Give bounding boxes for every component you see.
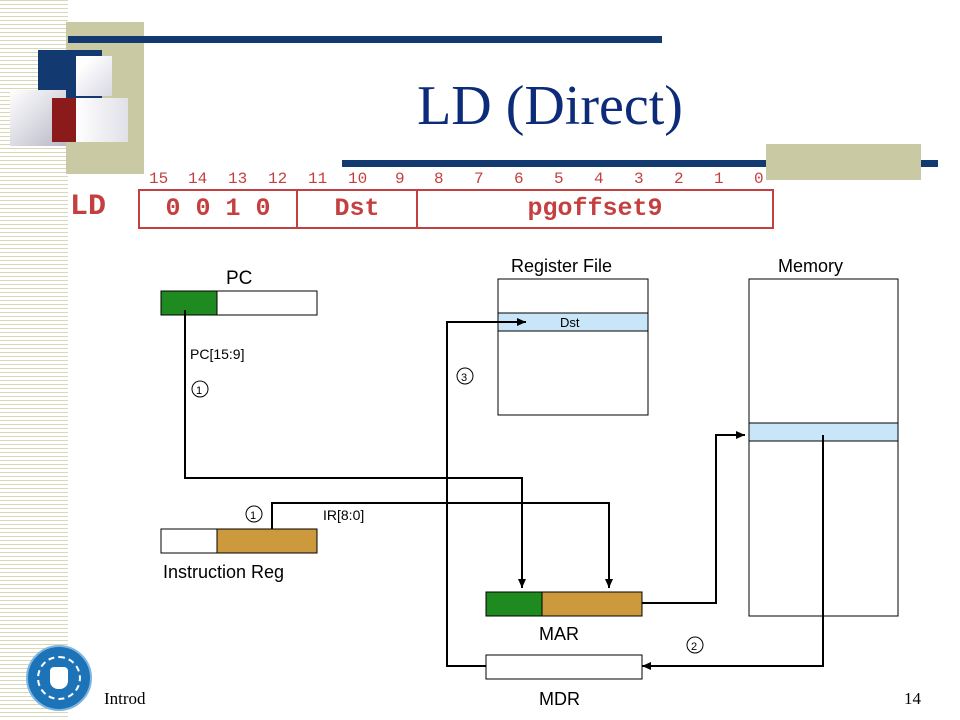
pc-label: PC (226, 268, 252, 289)
ir-low-bits (216, 528, 318, 554)
page-number: 14 (904, 689, 921, 708)
pc-high-bits (160, 290, 218, 316)
bit-14: 14 (188, 170, 208, 188)
bit-15: 15 (149, 170, 169, 188)
bit-12: 12 (268, 170, 288, 188)
mdr-label: MDR (539, 689, 580, 709)
university-logo (26, 645, 92, 711)
bit-2: 2 (674, 170, 684, 188)
mar-to-memory-wire (642, 431, 745, 604)
slide-title: LD (Direct) (417, 75, 683, 137)
decor-top-bar (68, 36, 662, 43)
step-marker-1b-label: 1 (250, 510, 256, 522)
bit-8: 8 (434, 170, 444, 188)
mar-low-bits (541, 591, 643, 617)
step-marker-2 (686, 636, 704, 654)
bit-7: 7 (474, 170, 484, 188)
bit-13: 13 (228, 170, 248, 188)
opcode-field: 0 0 1 0 (140, 191, 298, 227)
footer-text: Introd (104, 689, 146, 708)
step-marker-1a-label: 1 (196, 385, 202, 397)
memory-to-mdr-wire (642, 435, 824, 670)
pc-bits-label: PC[15:9] (190, 346, 244, 362)
bit-11: 11 (308, 170, 328, 188)
pgoffset-field: pgoffset9 (527, 194, 663, 223)
logo-inner-ring (37, 656, 81, 700)
instruction-reg-label: Instruction Reg (163, 562, 284, 582)
bit-10: 10 (348, 170, 368, 188)
mar-high-bits (485, 591, 543, 617)
mar-label: MAR (539, 624, 579, 644)
ir-to-mar-wire (271, 502, 613, 588)
step-marker-1b (245, 505, 263, 523)
ir-high-bits (160, 528, 218, 554)
dst-field: Dst (298, 191, 418, 227)
mdr-register (485, 654, 643, 680)
step-marker-3 (456, 367, 474, 385)
bit-3: 3 (634, 170, 644, 188)
decor-white-square (76, 56, 112, 96)
register-file-label: Register File (511, 256, 612, 276)
bit-0: 0 (754, 170, 764, 188)
decor-bottom-bar (342, 160, 938, 167)
bit-9: 9 (395, 170, 405, 188)
bit-6: 6 (514, 170, 524, 188)
mdr-to-register-wire (446, 318, 526, 667)
step-marker-3-label: 3 (461, 372, 467, 384)
bit-1: 1 (714, 170, 724, 188)
logo-center-emblem (50, 667, 68, 689)
instruction-format-box: 0 0 1 0 Dst pgoffset9 (138, 189, 774, 229)
bit-4: 4 (594, 170, 604, 188)
opcode-name: LD (70, 190, 107, 224)
dst-register-label: Dst (560, 315, 580, 330)
step-marker-2-label: 2 (691, 641, 697, 653)
decor-right-tan-block (766, 144, 921, 180)
register-file-box (497, 278, 649, 416)
bit-5: 5 (554, 170, 564, 188)
memory-label: Memory (778, 256, 843, 276)
ir-bits-label: IR[8:0] (323, 507, 364, 523)
pc-low-bits (216, 290, 318, 316)
decor-fade-small (76, 98, 128, 142)
step-marker-1a (191, 380, 209, 398)
pc-to-mar-wire (184, 310, 526, 588)
